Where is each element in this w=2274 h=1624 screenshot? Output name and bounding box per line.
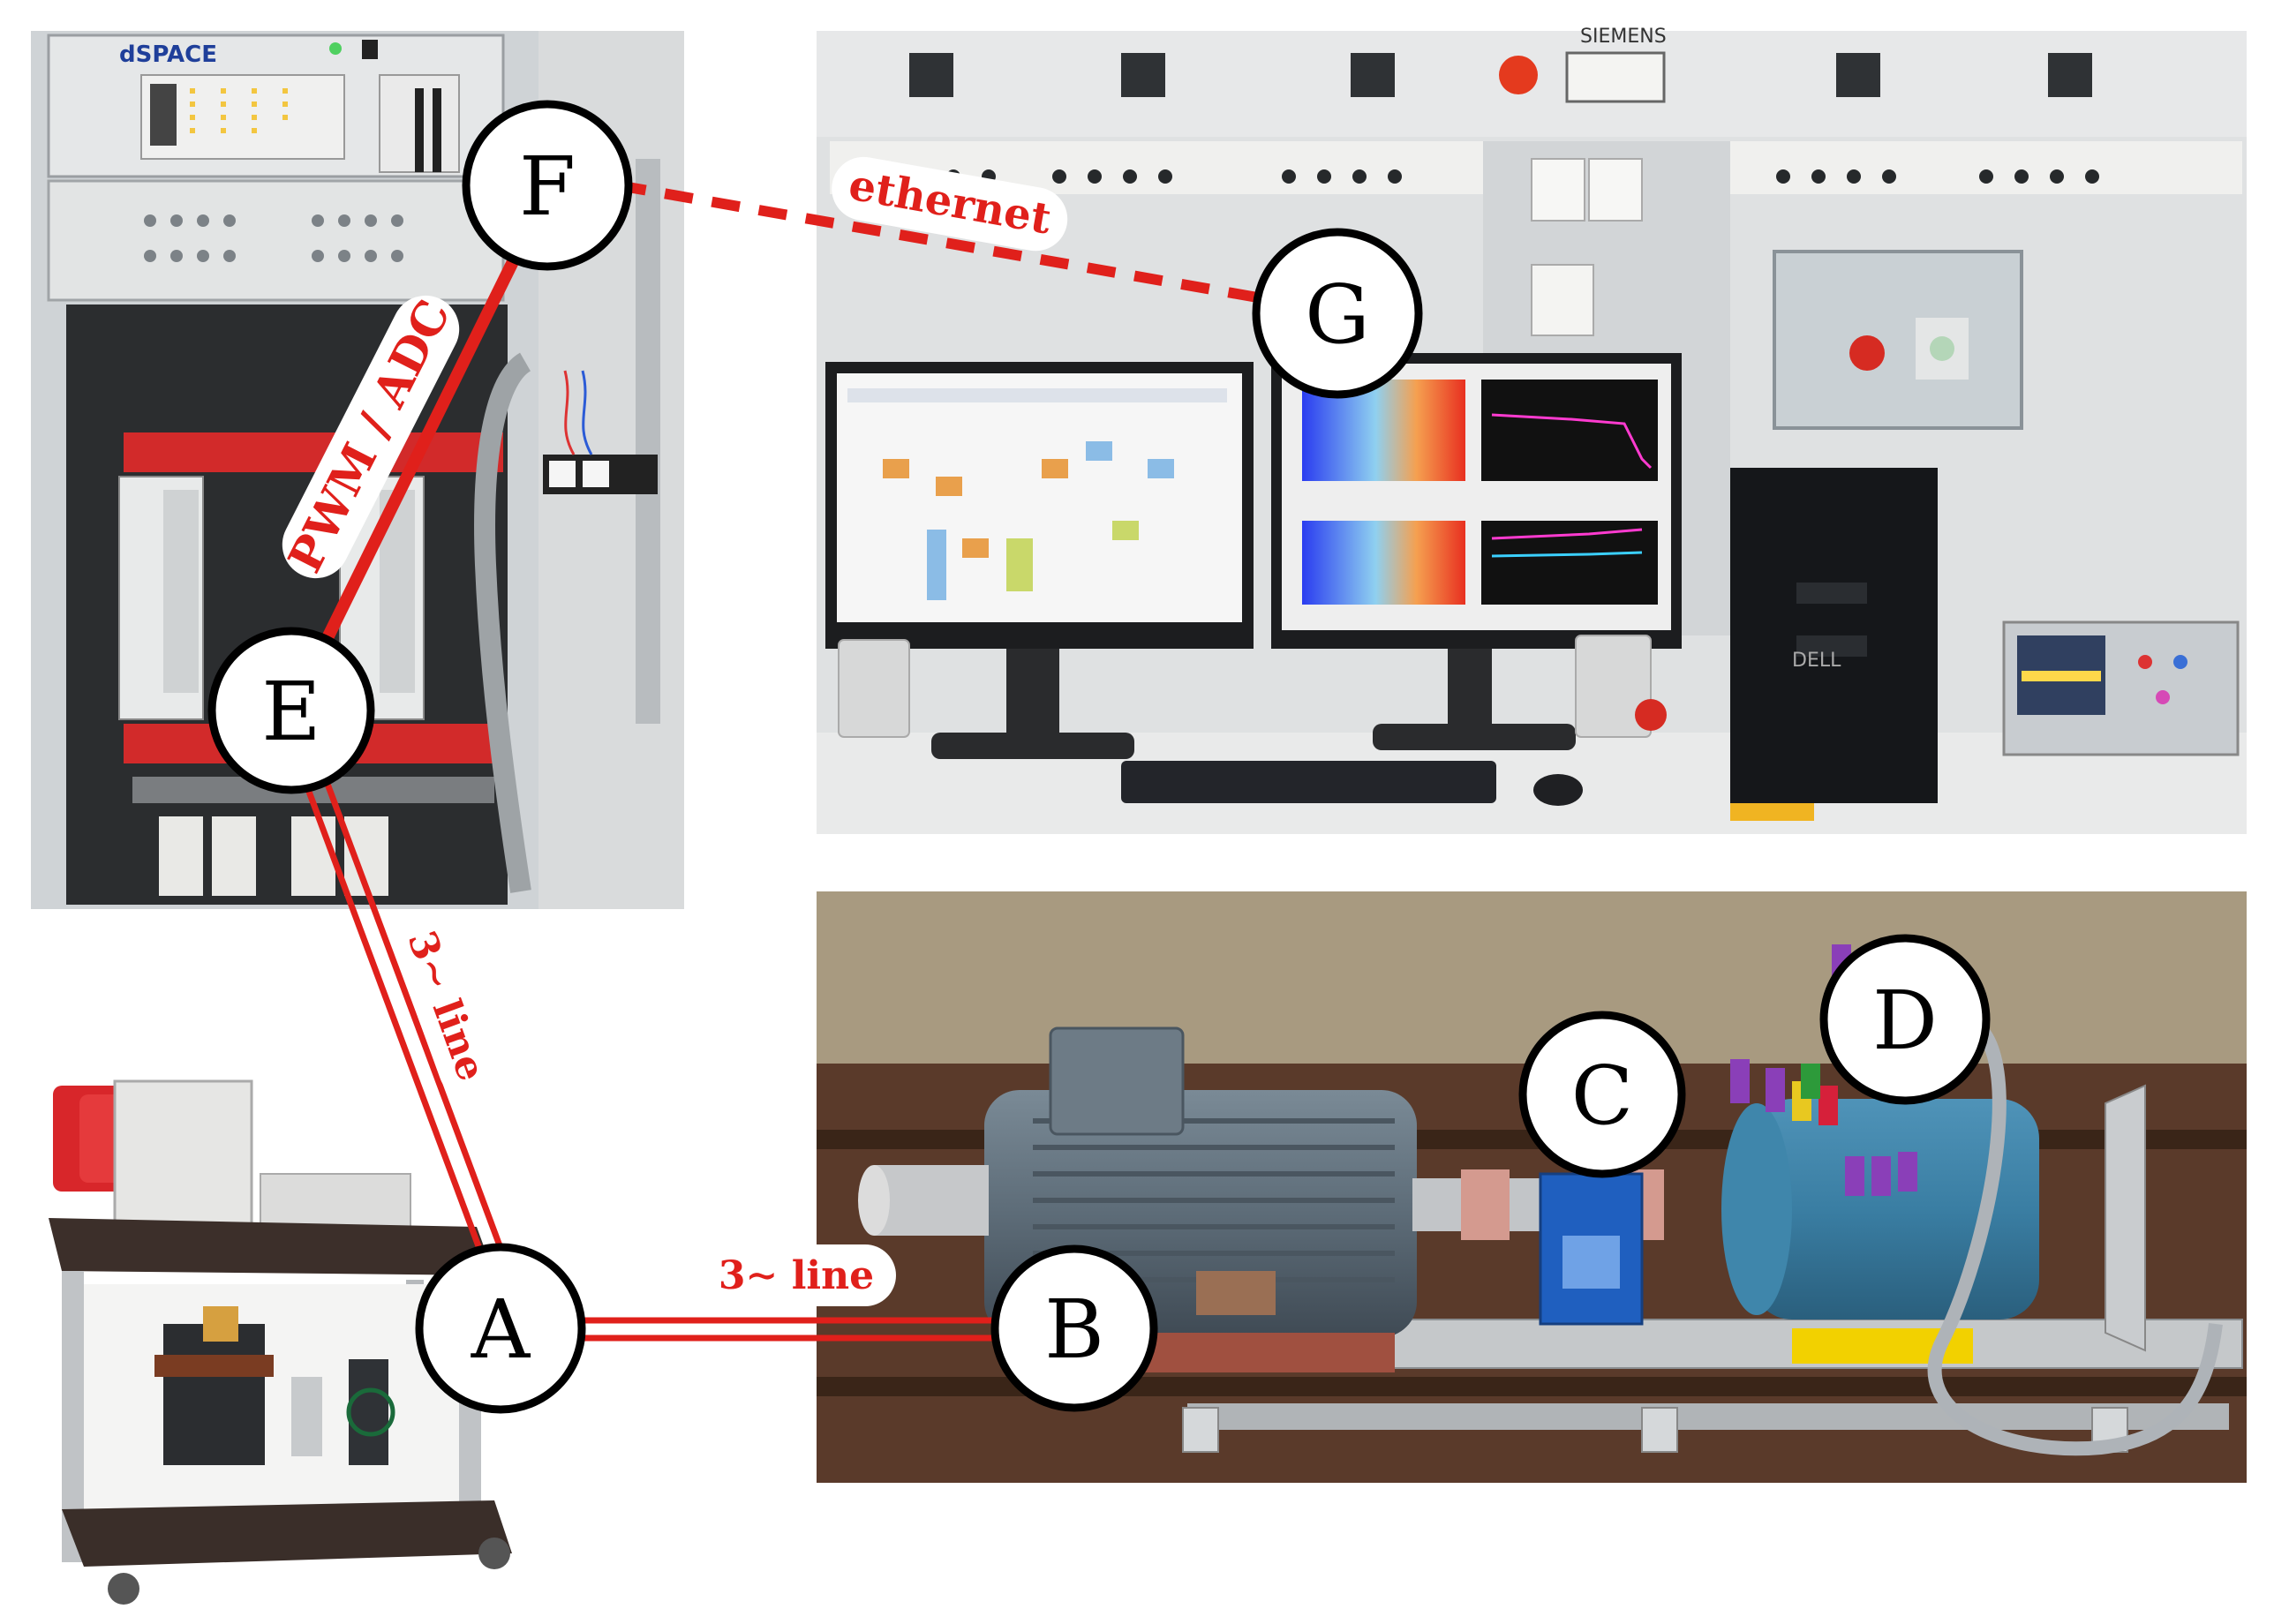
wire-ethernet [616, 180, 1299, 310]
node-g: G [1252, 228, 1423, 399]
node-b: B [990, 1244, 1158, 1412]
node-f-label: F [519, 139, 576, 234]
line-ea-label-group: 3∼ line [393, 913, 501, 1100]
wire-3phase-ab [583, 1317, 1002, 1342]
node-b-label: B [1044, 1282, 1104, 1377]
node-a-label: A [471, 1282, 531, 1377]
photo-workstation: SIEMENS [817, 26, 2247, 834]
node-d-label: D [1872, 974, 1938, 1068]
siemens-brand-label: SIEMENS [1580, 26, 1667, 48]
node-c-label: C [1571, 1049, 1633, 1143]
node-e: E [207, 627, 375, 794]
node-g-label: G [1305, 267, 1370, 362]
node-e-label: E [261, 665, 320, 759]
photo-inverter-cart [49, 1079, 512, 1605]
node-d: D [1819, 934, 1991, 1105]
dspace-brand-label: dSPACE [119, 41, 217, 68]
node-a: A [415, 1243, 586, 1414]
line-ab-label: 3∼ line [719, 1253, 874, 1298]
connections [297, 180, 1299, 1342]
node-f: F [462, 100, 633, 271]
wire-3phase-ea [297, 761, 504, 1255]
pc-brand-label: DELL [1792, 650, 1841, 672]
wire-pwm-adc [312, 224, 536, 661]
line-ab-label-group: 3∼ line [697, 1244, 896, 1306]
node-c: C [1518, 1011, 1686, 1178]
